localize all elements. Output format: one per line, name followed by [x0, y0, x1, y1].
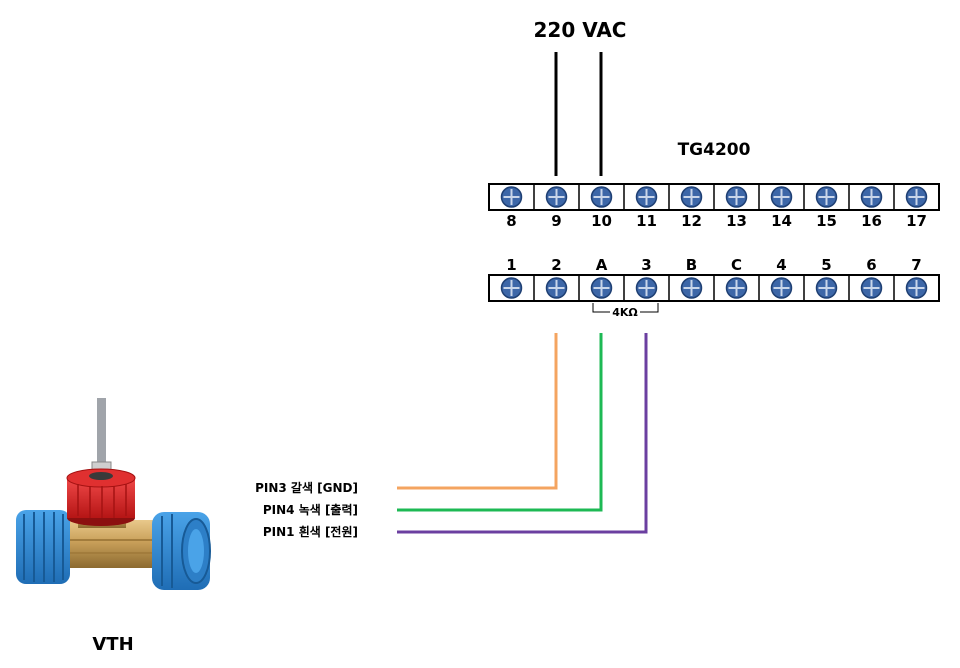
bottom-screw-6-icon: [860, 277, 883, 299]
bottom-screw-A-icon: [590, 277, 613, 299]
bottom-terminal-label-3: 3: [641, 256, 651, 274]
wire-label-power: PIN1 흰색 [전원]: [263, 524, 358, 539]
bottom-terminal-strip: [488, 274, 940, 302]
bottom-screw-4-icon: [770, 277, 793, 299]
top-screw-17-icon: [905, 186, 928, 208]
wire-power: [397, 333, 648, 534]
top-terminal-strip: [488, 183, 940, 211]
bottom-terminal-label-B: B: [686, 256, 697, 274]
bottom-terminal-label-1: 1: [506, 256, 516, 274]
top-screw-15-icon: [815, 186, 838, 208]
top-terminal-numbers: 8 9 10 11 12 13 14 15 16 17: [506, 212, 927, 230]
resistor-label: 4KΩ: [612, 306, 638, 319]
top-screw-16-icon: [860, 186, 883, 208]
top-screw-9-icon: [545, 186, 568, 208]
bottom-terminal-label-6: 6: [866, 256, 876, 274]
bottom-screw-1-icon: [500, 277, 523, 299]
bottom-screw-7-icon: [905, 277, 928, 299]
top-terminal-label-11: 11: [636, 212, 657, 230]
top-terminal-label-16: 16: [861, 212, 882, 230]
wire-gnd: [397, 333, 558, 490]
bottom-screw-B-icon: [680, 277, 703, 299]
bottom-terminal-numbers: 1 2 A 3 B C 4 5 6 7: [506, 256, 921, 274]
bottom-terminal-label-5: 5: [821, 256, 831, 274]
bottom-screw-2-icon: [545, 277, 568, 299]
wire-label-output: PIN4 녹색 [출력]: [263, 502, 358, 517]
flow-sensor-icon: [16, 398, 211, 590]
resistor-bracket: [592, 303, 659, 313]
top-screw-8-icon: [500, 186, 523, 208]
top-terminal-label-9: 9: [551, 212, 561, 230]
top-screw-14-icon: [770, 186, 793, 208]
top-screw-11-icon: [635, 186, 658, 208]
sensor-name-label: VTH: [92, 634, 133, 655]
wire-label-gnd: PIN3 갈색 [GND]: [255, 480, 358, 495]
bottom-terminal-label-7: 7: [911, 256, 921, 274]
top-screw-10-icon: [590, 186, 613, 208]
top-terminal-label-15: 15: [816, 212, 837, 230]
top-screw-13-icon: [725, 186, 748, 208]
bottom-terminal-label-2: 2: [551, 256, 561, 274]
top-screw-12-icon: [680, 186, 703, 208]
bottom-terminal-label-4: 4: [776, 256, 786, 274]
top-terminal-label-8: 8: [506, 212, 516, 230]
top-terminal-label-17: 17: [906, 212, 927, 230]
top-terminal-label-12: 12: [681, 212, 702, 230]
controller-model-label: TG4200: [678, 140, 751, 160]
wire-output: [397, 333, 603, 512]
bottom-screw-5-icon: [815, 277, 838, 299]
top-terminal-label-14: 14: [771, 212, 792, 230]
top-terminal-label-13: 13: [726, 212, 747, 230]
supply-voltage-label: 220 VAC: [534, 18, 627, 42]
top-terminal-label-10: 10: [591, 212, 612, 230]
bottom-screw-C-icon: [725, 277, 748, 299]
bottom-screw-3-icon: [635, 277, 658, 299]
bottom-terminal-label-A: A: [596, 256, 608, 274]
bottom-terminal-label-C: C: [731, 256, 742, 274]
